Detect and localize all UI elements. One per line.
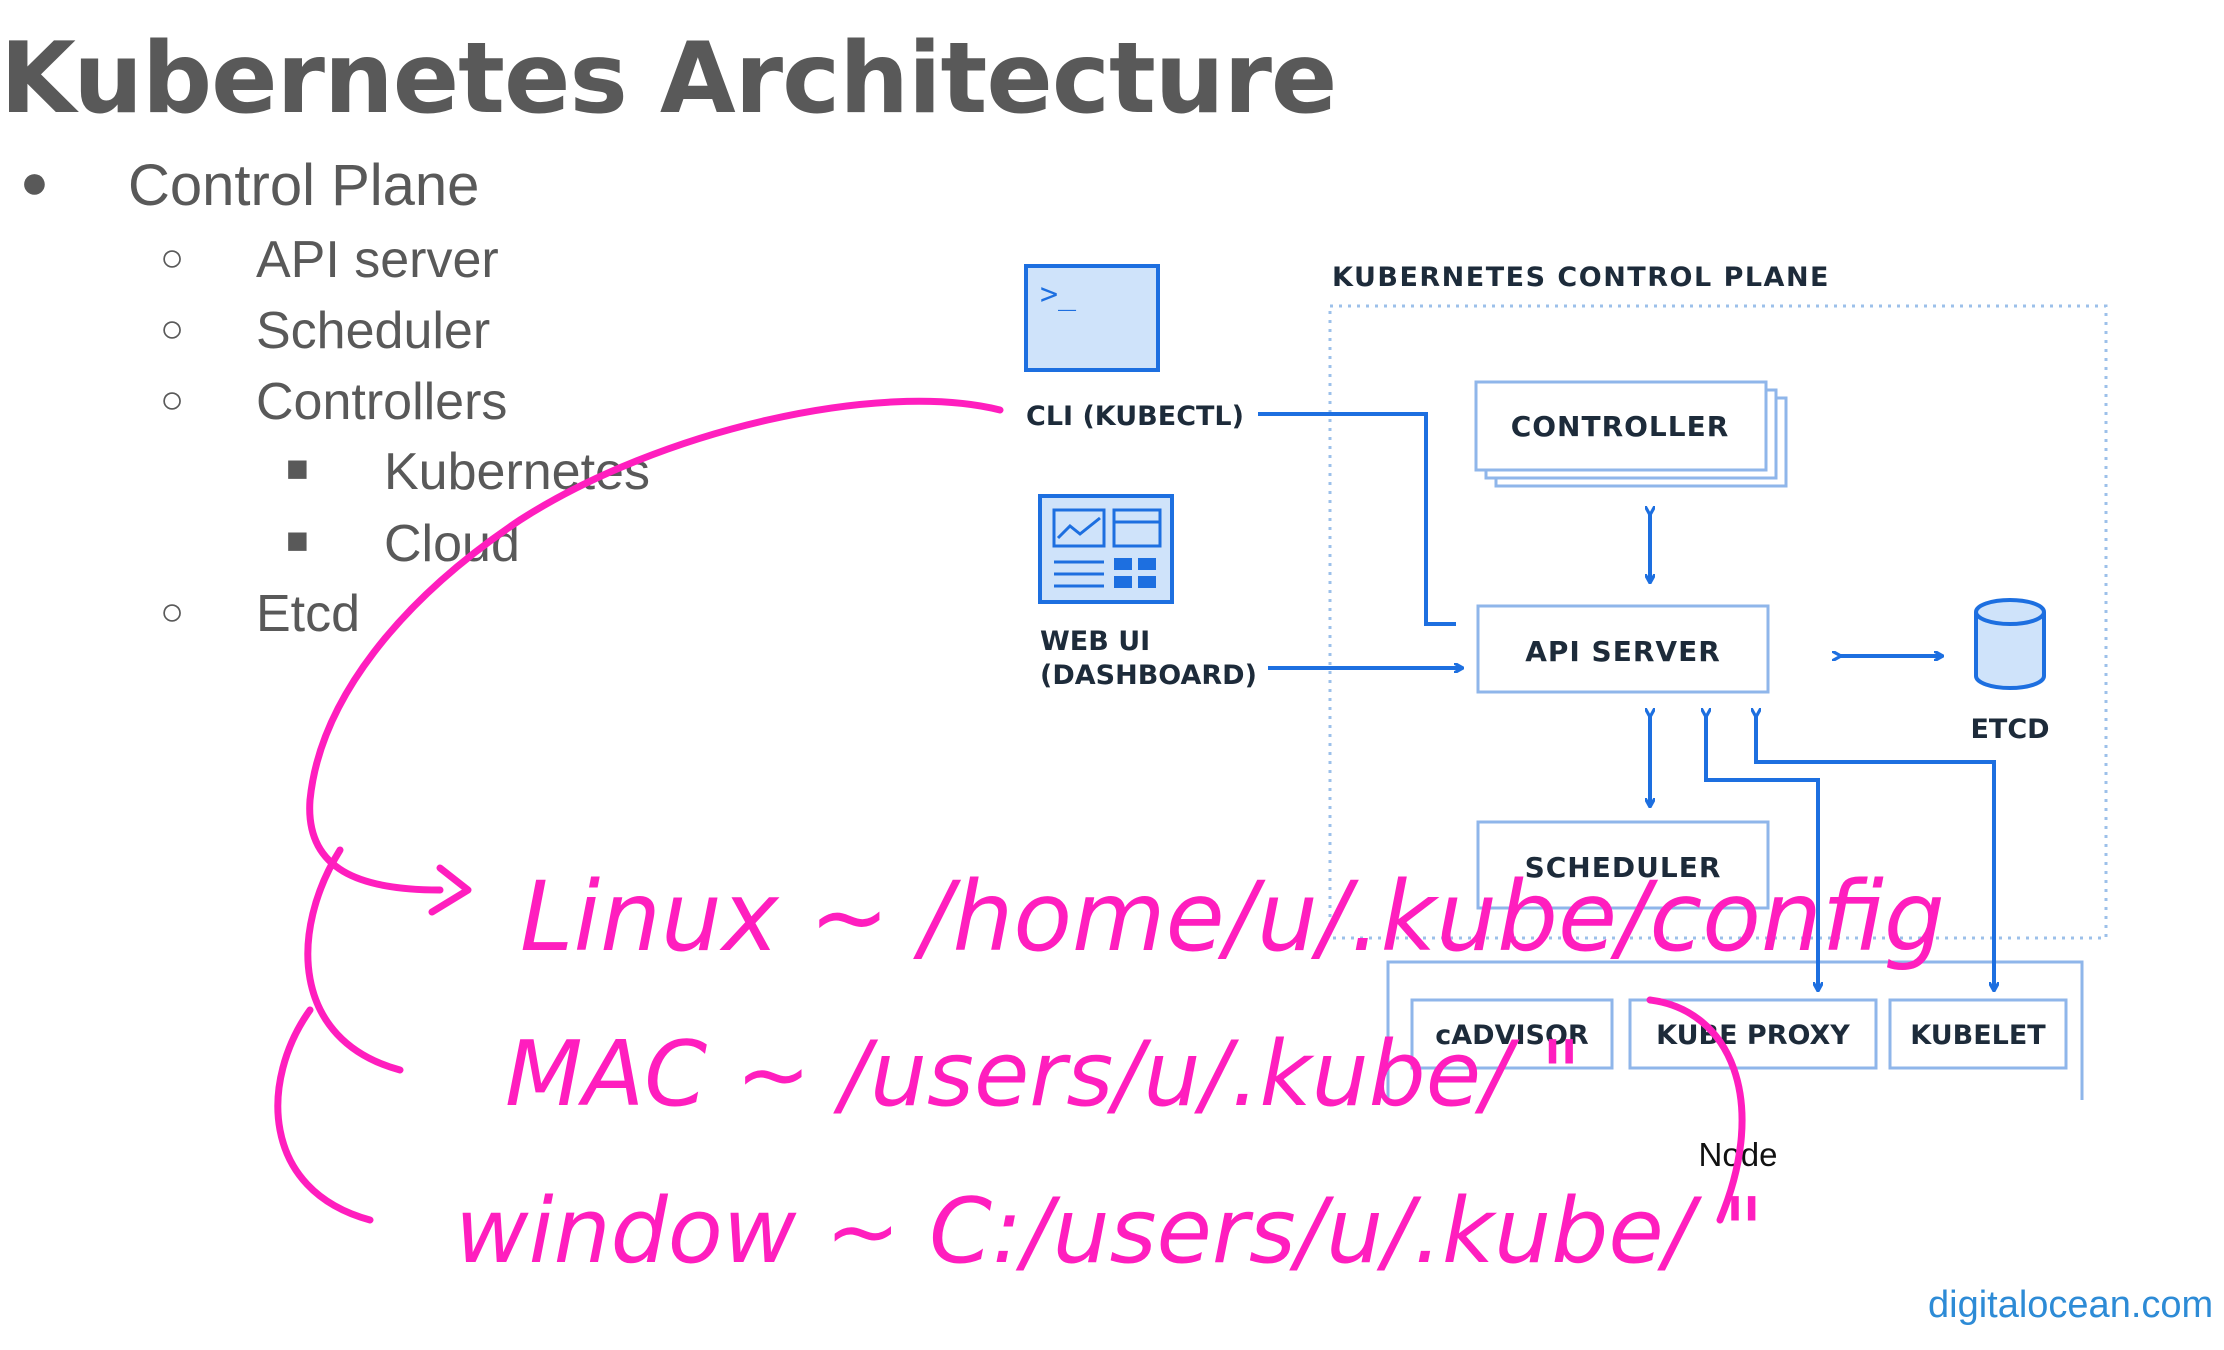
controller-label: CONTROLLER [1511,410,1730,443]
cadvisor-box [1410,998,1614,1070]
kubelet-box [1888,998,2068,1070]
api-server-label: API SERVER [1525,635,1721,668]
bullet-circle-marker: ○ [160,236,185,280]
kube-proxy-label: KUBE PROXY [1656,1020,1850,1051]
web-ui-label-sub: (DASHBOARD) [1040,660,1257,691]
cadvisor-label: cADVISOR [1435,1020,1589,1051]
bullet-api-server: API server [256,231,499,289]
control-plane-label: KUBERNETES CONTROL PLANE [1332,262,1830,293]
terminal-icon: >_ [1024,264,1160,372]
control-plane-region [1328,304,2108,940]
bullet-control-plane: Control Plane [128,153,480,218]
dashboard-icon [1038,494,1174,604]
bullet-circle-marker: ○ [160,307,185,351]
controller-box [1474,380,1788,488]
web-ui-label: WEB UI [1040,626,1150,657]
slide-title: Kubernetes Architecture [0,22,1337,136]
terminal-prompt: >_ [1040,277,1077,312]
etcd-cylinder-icon [1974,598,2046,690]
bullet-square-marker: ■ [286,520,309,562]
source-credit: digitalocean.com [1928,1284,2214,1326]
kubelet-label: KUBELET [1910,1020,2046,1051]
node-label: Node [1699,1136,1778,1173]
etcd-label: ETCD [1970,714,2049,745]
cli-label: CLI (KUBECTL) [1026,401,1244,432]
cli-to-api-line [1258,412,1456,626]
bullet-square-marker: ■ [286,448,309,490]
api-kubelet-arrow [1756,716,1994,990]
bullet-disc-marker: ● [20,156,49,209]
bullet-circle-marker: ○ [160,378,185,422]
scheduler-label: SCHEDULER [1525,851,1722,884]
api-server-box [1476,604,1770,694]
bullet-scheduler: Scheduler [256,302,491,360]
bullet-circle-marker: ○ [160,590,185,634]
